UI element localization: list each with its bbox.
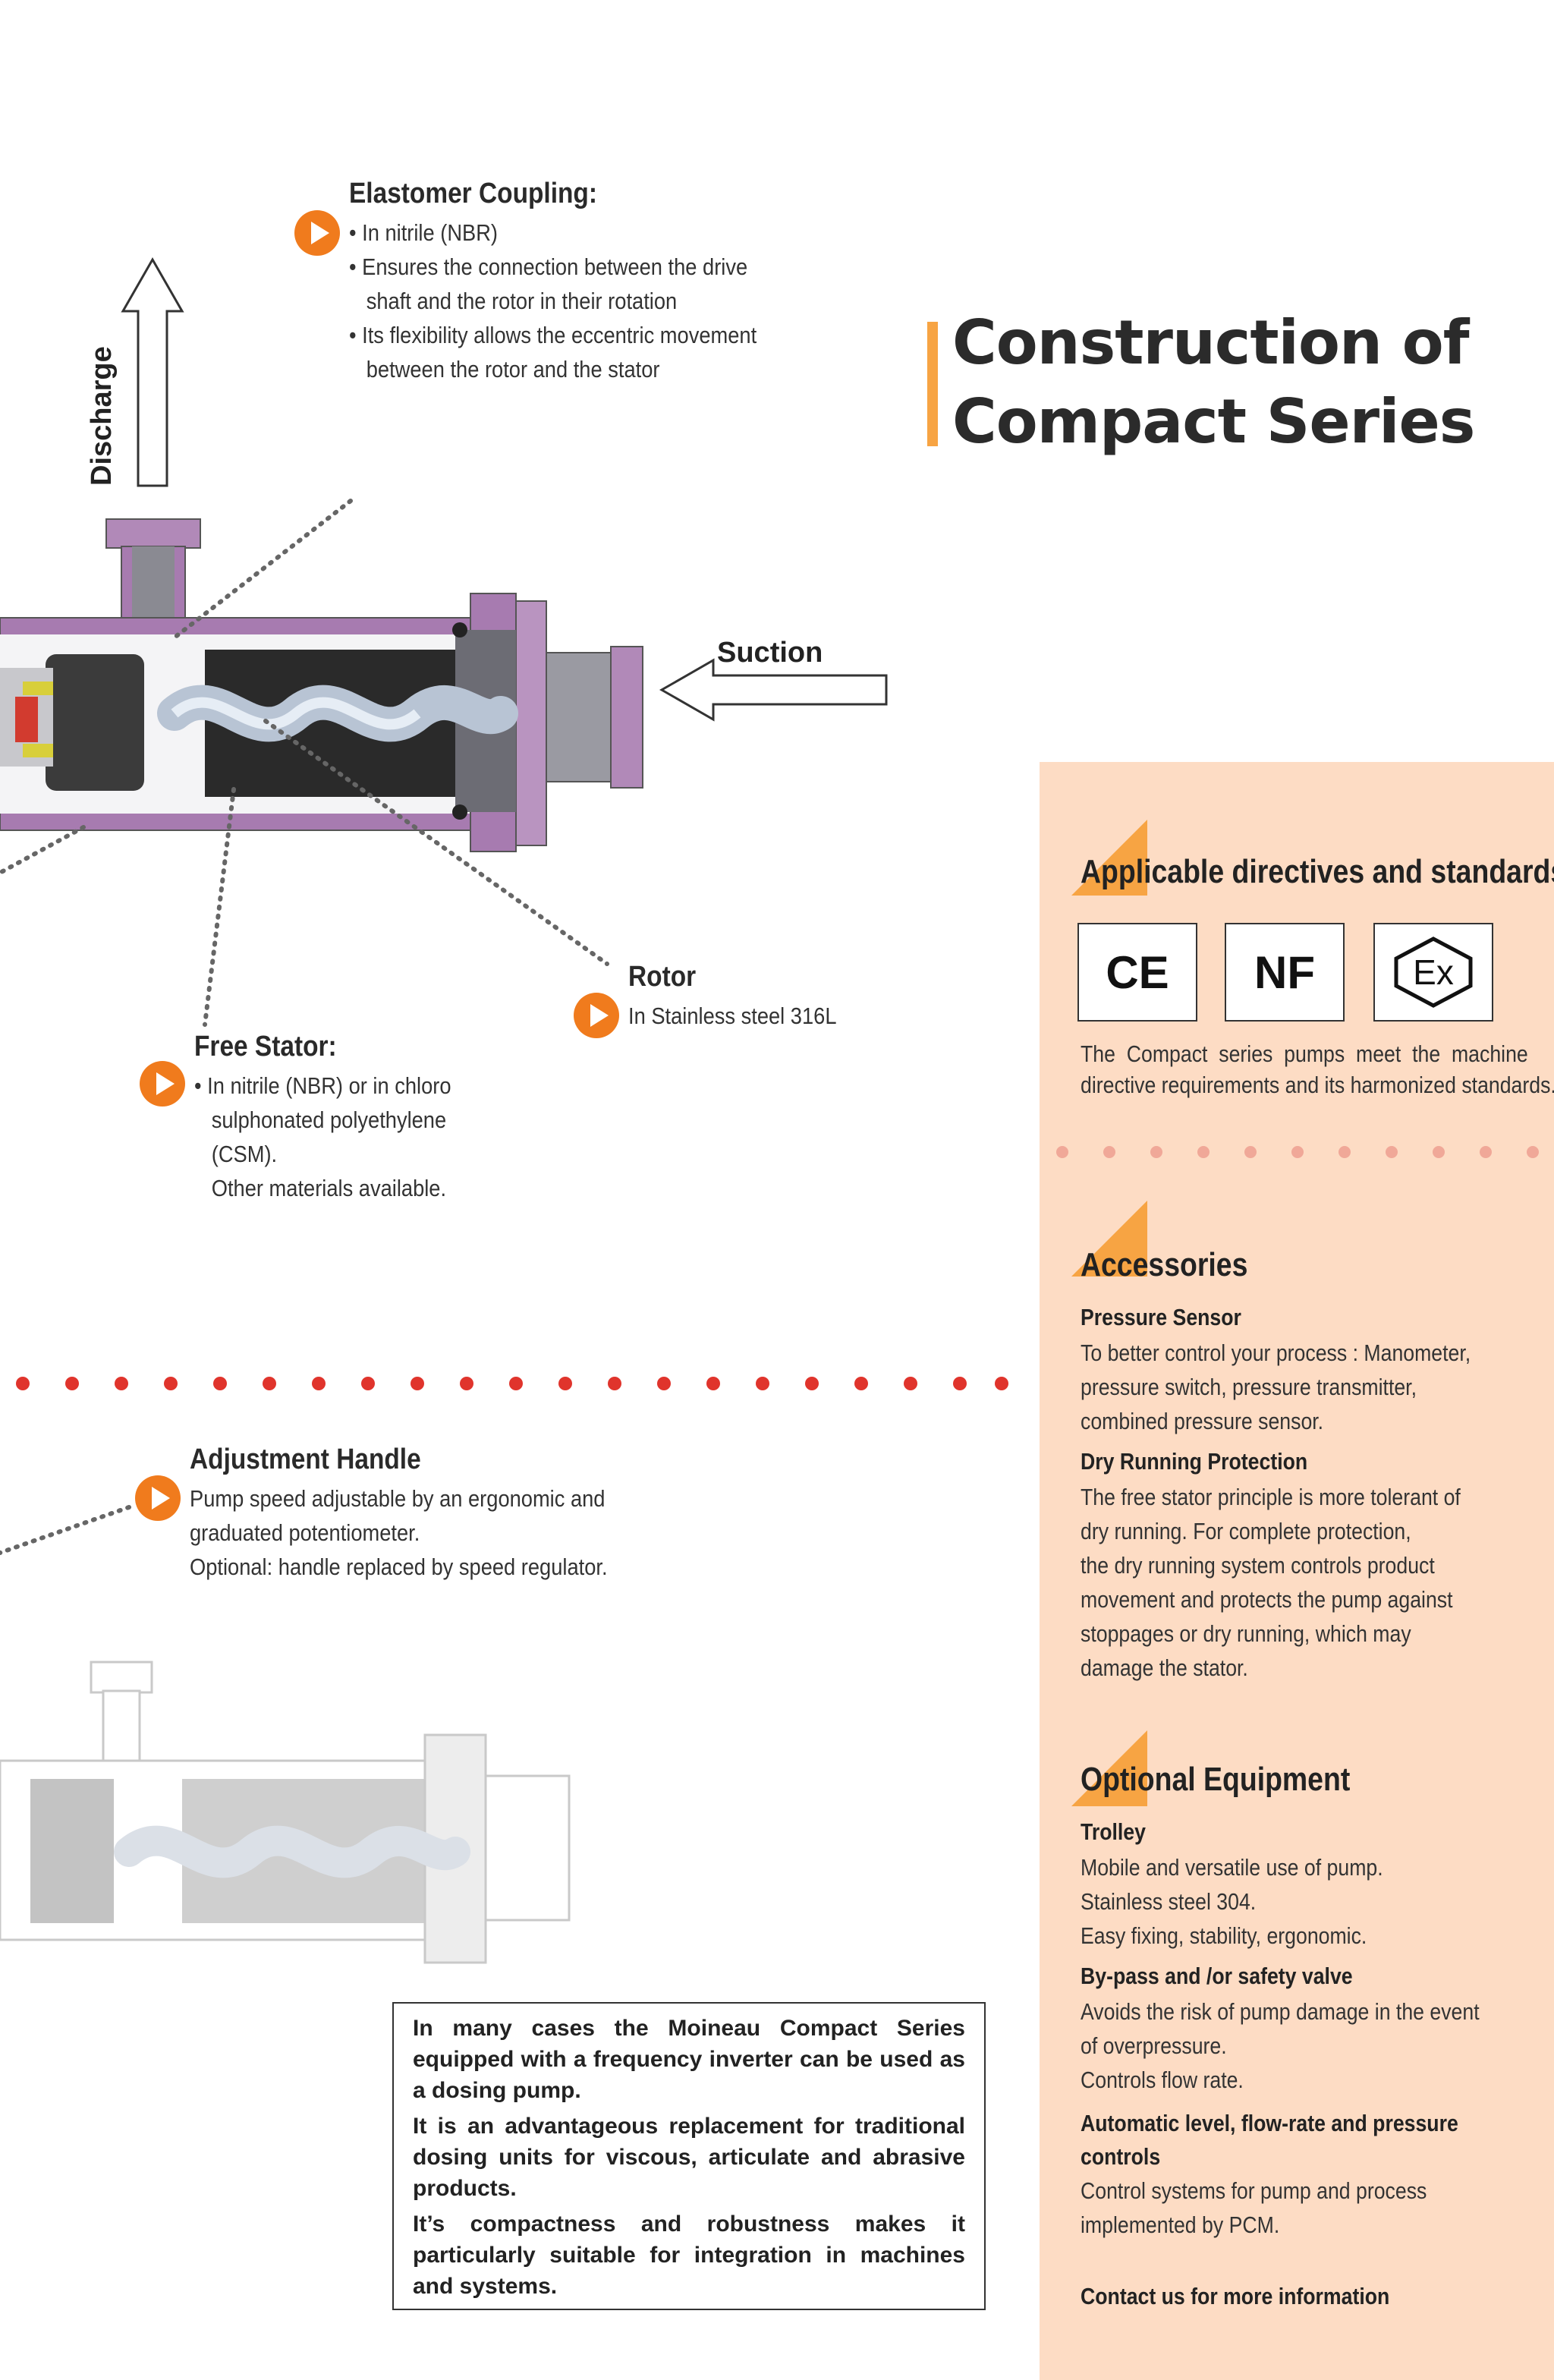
trolley-title: Trolley [1081, 1818, 1146, 1845]
directives-text: The Compact series pumps meet the machin… [1081, 1038, 1554, 1100]
ex-hexagon-icon [1394, 937, 1473, 1008]
ex-mark-logo: Ex [1373, 923, 1493, 1022]
pump-cross-section-diagram: Discharge Suction [0, 257, 888, 1964]
dry-running-title: Dry Running Protection [1081, 1448, 1308, 1475]
info-paragraph: In many cases the Moineau Compact Series… [413, 2016, 965, 2103]
title-line-1: Construction of [952, 307, 1470, 378]
title-accent-bar [927, 322, 938, 446]
text-line: Other materials available. [194, 1175, 447, 1201]
text-line: shaft and the rotor in their rotation [349, 288, 678, 314]
accessories-title: Accessories [1081, 1246, 1248, 1283]
text-line: Easy fixing, stability, ergonomic. [1081, 1922, 1367, 1949]
text-line: Pump speed adjustable by an ergonomic an… [190, 1485, 606, 1512]
text-line: • Its flexibility allows the eccentric m… [349, 322, 757, 348]
rotor-text: In Stainless steel 316L [628, 1003, 837, 1029]
text-line: • Ensures the connection between the dri… [349, 253, 748, 280]
text-line: graduated potentiometer. [190, 1519, 420, 1546]
nf-mark-text: NF [1254, 946, 1315, 998]
text-line: (CSM). [194, 1141, 278, 1167]
text-line: Stainless steel 304. [1081, 1888, 1257, 1915]
text-line: pressure switch, pressure transmitter, [1081, 1374, 1417, 1400]
pressure-sensor-title: Pressure Sensor [1081, 1304, 1241, 1330]
rotor-title: Rotor [628, 961, 697, 993]
text-line: The Compact series pumps meet the machin… [1081, 1040, 1528, 1067]
red-dot-separator [16, 1377, 1008, 1390]
dry-running-text: The free stator principle is more tolera… [1081, 1480, 1461, 1685]
info-paragraph: It is an advantageous replacement for tr… [413, 2114, 965, 2201]
trolley-text: Mobile and versatile use of pump. Stainl… [1081, 1850, 1383, 1953]
bypass-valve-text: Avoids the risk of pump damage in the ev… [1081, 1994, 1480, 2097]
discharge-label: Discharge [86, 346, 118, 486]
discharge-arrow [121, 257, 184, 487]
contact-info: Contact us for more information [1081, 2283, 1390, 2309]
bypass-valve-title: By-pass and /or safety valve [1081, 1963, 1353, 1989]
right-panel-background [1040, 762, 1554, 2380]
dosing-pump-info-box: In many cases the Moineau Compact Series… [392, 2002, 986, 2310]
lower-pump-drawing [0, 1661, 571, 1964]
text-line: implemented by PCM. [1081, 2212, 1280, 2238]
elastomer-coupling-play-icon [294, 210, 340, 256]
adjustment-handle-play-icon [135, 1475, 181, 1521]
info-paragraph: It’s compactness and robustness makes it… [413, 2212, 965, 2299]
text-line: Optional: handle replaced by speed regul… [190, 1554, 608, 1580]
pressure-sensor-text: To better control your process : Manomet… [1081, 1336, 1471, 1438]
optional-equipment-title: Optional Equipment [1081, 1761, 1351, 1798]
adjustment-handle-title: Adjustment Handle [190, 1443, 421, 1475]
text-line: • In nitrile (NBR) [349, 219, 499, 246]
automatic-controls-text: Control systems for pump and process imp… [1081, 2174, 1427, 2242]
free-stator-title: Free Stator: [194, 1031, 337, 1062]
title-line-2: Compact Series [952, 386, 1475, 457]
ex-mark-text: Ex [1413, 952, 1454, 992]
text-line: damage the stator. [1081, 1654, 1248, 1681]
ce-mark-text: CE [1106, 946, 1169, 998]
text-line: combined pressure sensor. [1081, 1408, 1324, 1434]
ce-mark-logo: CE [1077, 923, 1197, 1022]
text-line: Controls flow rate. [1081, 2067, 1244, 2093]
directives-title: Applicable directives and standards [1081, 853, 1554, 890]
text-line: • In nitrile (NBR) or in chloro [194, 1072, 451, 1099]
text-line: directive requirements and its harmonize… [1081, 1072, 1554, 1098]
elastomer-coupling-title: Elastomer Coupling: [349, 178, 597, 209]
text-line: The free stator principle is more tolera… [1081, 1484, 1461, 1510]
rotor-play-icon [574, 993, 619, 1038]
text-line: movement and protects the pump against [1081, 1586, 1453, 1613]
elastomer-coupling-text: • In nitrile (NBR) • Ensures the connect… [349, 216, 757, 386]
grey-dot-separator [1056, 1146, 1539, 1158]
text-line: between the rotor and the stator [349, 356, 660, 382]
text-line: dry running. For complete protection, [1081, 1518, 1411, 1544]
free-stator-text: • In nitrile (NBR) or in chloro sulphona… [194, 1069, 451, 1205]
text-line: Automatic level, flow-rate and pressure [1081, 2110, 1458, 2136]
text-line: To better control your process : Manomet… [1081, 1340, 1471, 1366]
text-line: of overpressure. [1081, 2032, 1227, 2059]
text-line: Mobile and versatile use of pump. [1081, 1854, 1383, 1881]
suction-label: Suction [717, 637, 823, 669]
free-stator-play-icon [140, 1061, 185, 1107]
adjustment-handle-text: Pump speed adjustable by an ergonomic an… [190, 1481, 608, 1584]
text-line: Avoids the risk of pump damage in the ev… [1081, 1998, 1480, 2025]
nf-mark-logo: NF [1225, 923, 1345, 1022]
text-line: the dry running system controls product [1081, 1552, 1435, 1579]
automatic-controls-title: Automatic level, flow-rate and pressure … [1081, 2107, 1458, 2174]
suction-arrow [659, 658, 888, 722]
text-line: sulphonated polyethylene [194, 1107, 447, 1133]
text-line: controls [1081, 2143, 1161, 2170]
text-line: stoppages or dry running, which may [1081, 1620, 1411, 1647]
text-line: Control systems for pump and process [1081, 2177, 1427, 2204]
page-title: Construction of Compact Series [952, 304, 1475, 461]
